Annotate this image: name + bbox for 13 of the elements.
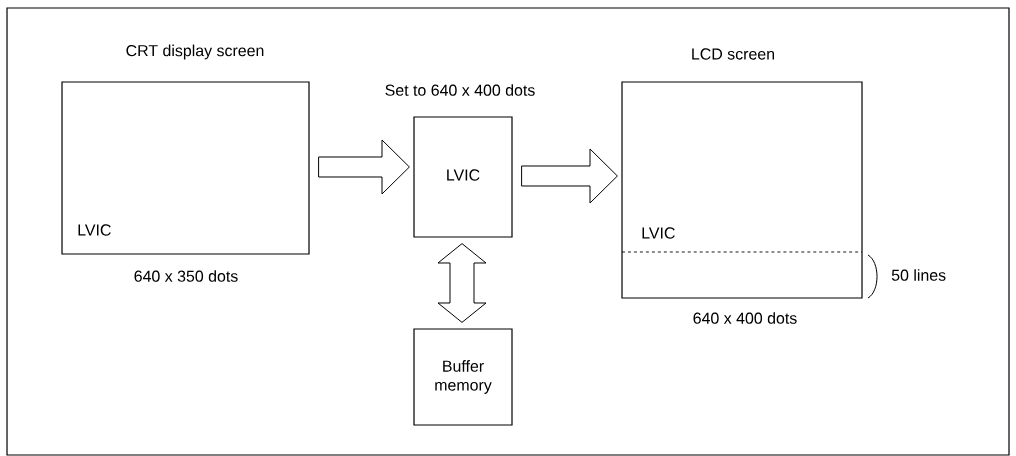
dimension-label: 640 x 350 dots — [134, 270, 238, 282]
dimension-label: 50 lines — [891, 269, 946, 281]
heading: LCD screen — [692, 48, 774, 60]
block-arrow — [437, 243, 487, 323]
dimension-label: 640 x 400 dots — [693, 312, 797, 324]
block-box: Buffer memory — [413, 328, 513, 426]
screen-box: LVIC — [61, 81, 310, 255]
block-box: LVIC — [413, 116, 513, 238]
heading: Set to 640 x 400 dots — [385, 84, 535, 96]
block-arrow — [318, 139, 410, 195]
heading: CRT display screen — [126, 44, 264, 60]
screen-box: LVIC — [621, 81, 863, 299]
block-arrow — [521, 148, 618, 204]
